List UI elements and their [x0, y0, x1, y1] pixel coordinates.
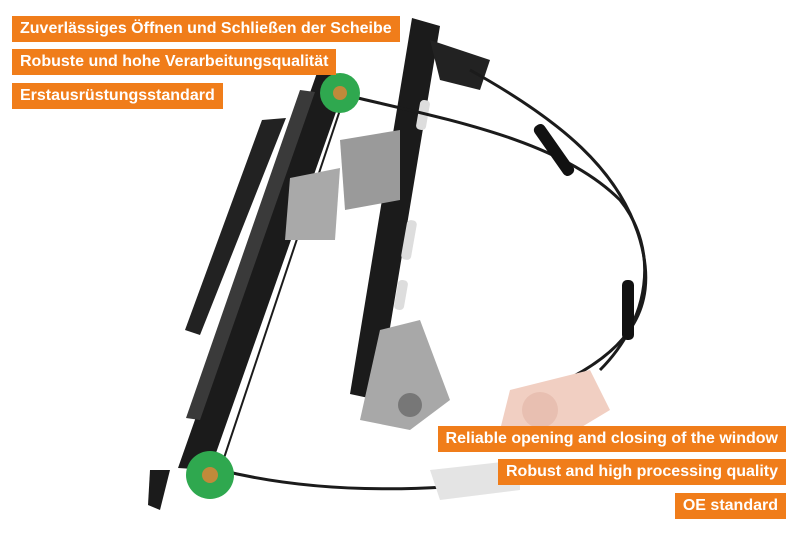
feature-label-en-reliable: Reliable opening and closing of the wind… — [437, 426, 786, 452]
feature-label-de-reliable: Zuverlässiges Öffnen und Schließen der S… — [12, 16, 400, 42]
left-guide-rail — [148, 70, 348, 510]
cables — [219, 68, 648, 491]
carrier-brackets — [285, 130, 450, 430]
cable-sleeve-right — [622, 280, 634, 340]
feature-label-en-oe: OE standard — [674, 493, 786, 519]
feature-label-en-quality: Robust and high processing quality — [497, 459, 786, 485]
feature-label-de-oe: Erstausrüstungsstandard — [12, 83, 223, 109]
motor-housing — [430, 370, 610, 500]
cable-sleeve-top — [533, 123, 575, 177]
feature-label-de-quality: Robuste und hohe Verarbeitungsqualität — [12, 49, 337, 75]
pulley-top — [320, 73, 360, 113]
pulley-bottom — [186, 451, 234, 499]
